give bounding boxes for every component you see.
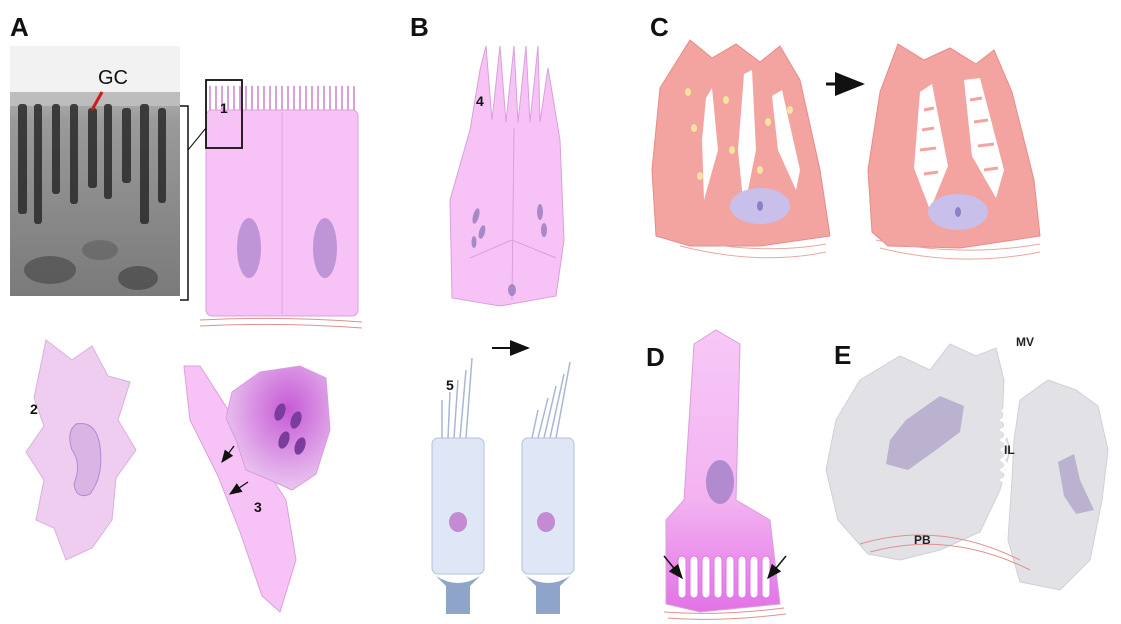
gc-label: GC [98,67,128,89]
panel-c: C [650,12,1040,259]
structure-number-5: 5 [446,377,454,393]
panel-letter-b: B [410,12,429,42]
structure-number-4: 4 [476,93,484,109]
sensory-cell-right [522,362,574,614]
cell-number-2: 2 [30,401,38,417]
sensory-cell-left [432,358,484,614]
panel-e: E MV IL PB [826,335,1108,590]
label-mv: MV [1016,335,1034,349]
zoom-line [188,128,206,150]
panel-letter-a: A [10,12,29,42]
microvilli-fringe [210,86,354,112]
region-number-1: 1 [220,100,228,116]
label-il: IL [1004,443,1015,457]
d-cell-nucleus [706,460,734,504]
panel-letter-d: D [646,342,665,372]
nucleus-right [313,218,337,278]
panel-letter-e: E [834,340,851,370]
panel-b: B 4 [410,12,574,614]
bottom-left-cells: 2 3 [26,340,330,612]
electron-micrograph [10,46,180,296]
cell-pair-upper [450,46,564,306]
cell-number-3: 3 [254,499,262,515]
grey-cell-right [1008,380,1108,590]
panel-letter-c: C [650,12,669,42]
bracket [180,106,188,300]
label-pb: PB [914,533,931,547]
panel-d: D [646,330,786,619]
panel-a: A GC [10,12,362,328]
salmon-cell-after [868,44,1040,259]
salmon-cell-before [652,40,830,258]
nucleus-left [237,218,261,278]
basement-membrane [200,318,362,328]
